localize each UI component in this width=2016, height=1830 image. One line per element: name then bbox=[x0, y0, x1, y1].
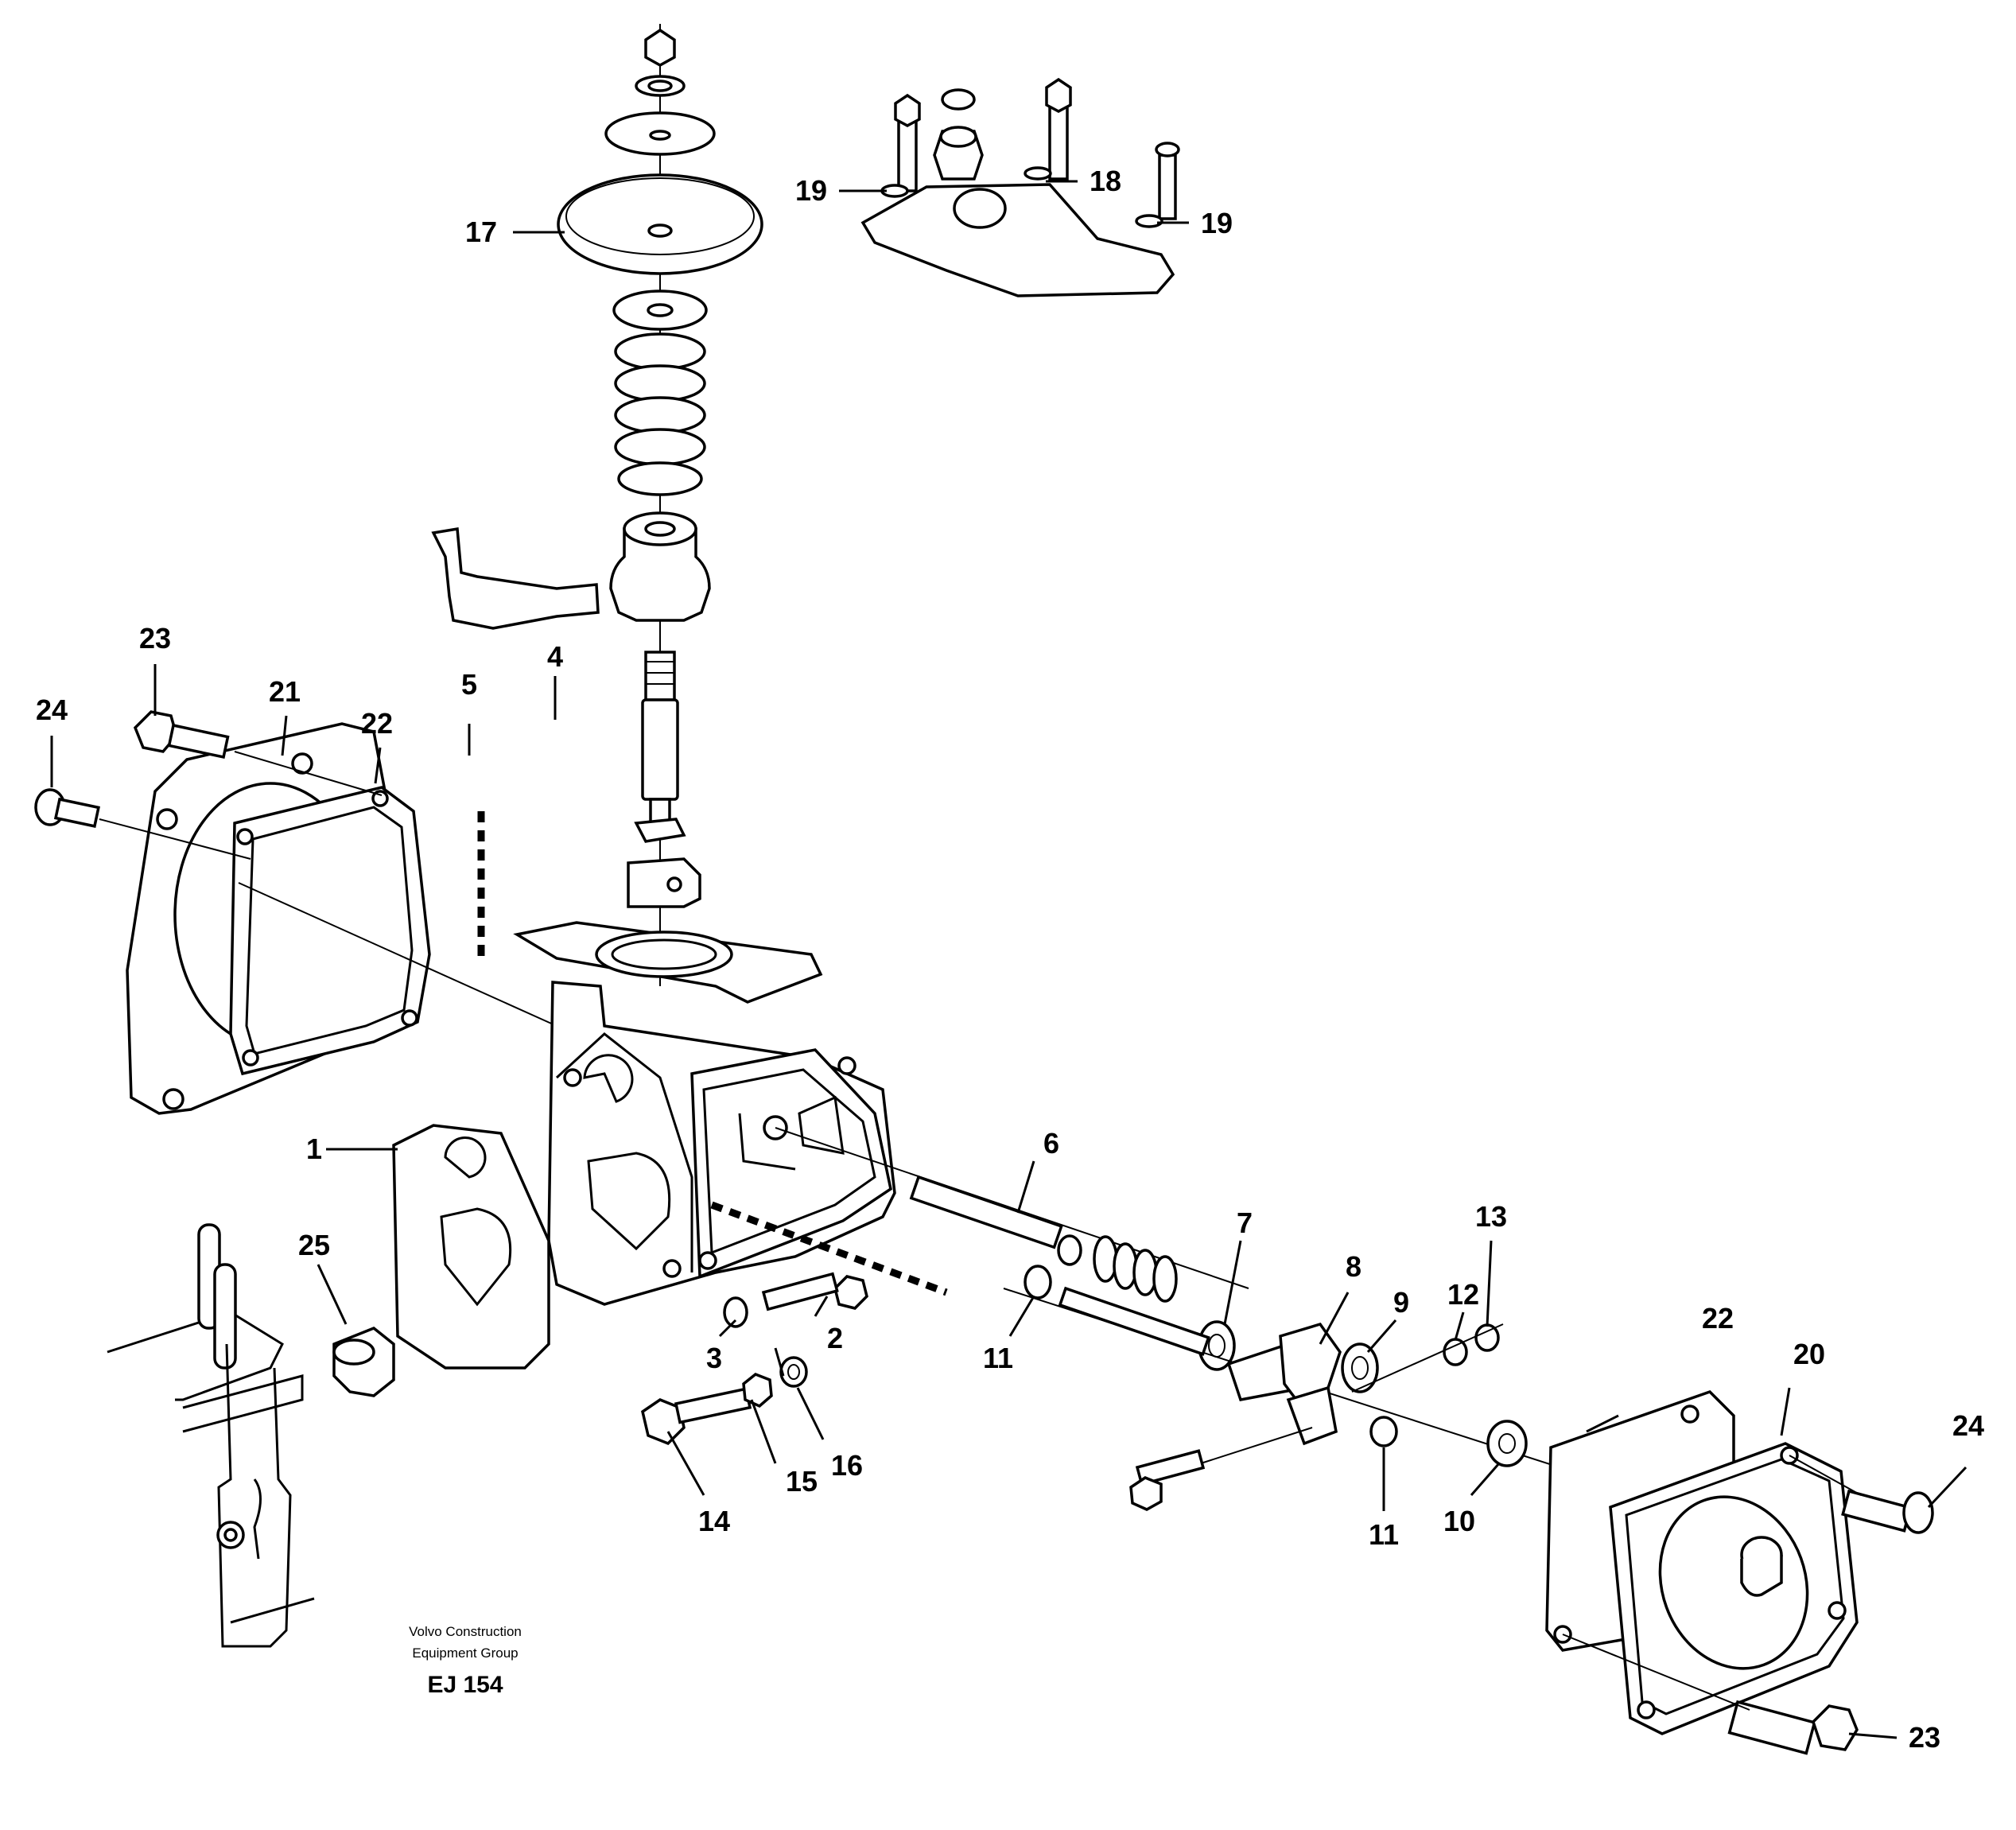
callout-14: 14 bbox=[698, 1505, 730, 1537]
drawing-code: EJ 154 bbox=[427, 1672, 503, 1698]
callout-9: 9 bbox=[1393, 1286, 1409, 1319]
callout-16: 16 bbox=[831, 1449, 863, 1482]
engine-outline bbox=[107, 1223, 315, 1648]
callout-24-left: 24 bbox=[36, 694, 68, 726]
plug-25 bbox=[332, 1326, 395, 1397]
callout-18: 18 bbox=[1090, 165, 1121, 197]
callout-11-right: 11 bbox=[1369, 1518, 1399, 1551]
callout-21: 21 bbox=[269, 675, 301, 708]
callout-23-left: 23 bbox=[139, 622, 171, 655]
callout-22-right: 22 bbox=[1702, 1302, 1734, 1335]
governor-spring bbox=[614, 332, 706, 496]
callout-20: 20 bbox=[1793, 1338, 1825, 1370]
bent-bracket bbox=[431, 526, 600, 630]
callout-19-left: 19 bbox=[795, 174, 827, 207]
left-cover-assembly bbox=[34, 710, 557, 1115]
callout-4: 4 bbox=[547, 640, 563, 673]
callout-2: 2 bbox=[827, 1322, 843, 1354]
callout-25: 25 bbox=[298, 1229, 330, 1261]
callout-11-left: 11 bbox=[983, 1342, 1013, 1374]
callout-17: 17 bbox=[465, 216, 497, 248]
credit-line-2: Equipment Group bbox=[412, 1645, 518, 1661]
shaft-assembly bbox=[775, 1127, 1647, 1511]
callout-23-right: 23 bbox=[1909, 1721, 1940, 1754]
callout-12: 12 bbox=[1447, 1278, 1479, 1311]
credit-line-1: Volvo Construction bbox=[409, 1624, 522, 1639]
lower-fasteners bbox=[641, 1272, 868, 1446]
top-cover-assembly bbox=[860, 77, 1180, 297]
callout-13: 13 bbox=[1475, 1200, 1507, 1233]
callout-labels: 17 19 18 19 5 4 23 24 21 22 1 25 2 3 14 … bbox=[36, 165, 1984, 1754]
callout-3: 3 bbox=[706, 1342, 722, 1374]
right-cover-assembly bbox=[1545, 1389, 1934, 1755]
callout-1: 1 bbox=[306, 1133, 322, 1165]
callout-6: 6 bbox=[1043, 1127, 1059, 1160]
callout-24-right: 24 bbox=[1952, 1409, 1984, 1442]
callout-10: 10 bbox=[1443, 1505, 1475, 1537]
callout-22-left: 22 bbox=[361, 707, 393, 740]
callout-7: 7 bbox=[1237, 1206, 1253, 1239]
governor-stack bbox=[557, 24, 763, 986]
cover-plate bbox=[392, 1124, 550, 1370]
credit-block: Volvo Construction Equipment Group EJ 15… bbox=[409, 1624, 522, 1698]
shaft-spring bbox=[1093, 1235, 1178, 1303]
leader-lines bbox=[50, 180, 1967, 1739]
callout-19-right: 19 bbox=[1201, 207, 1233, 239]
pump-housing bbox=[513, 921, 896, 1306]
callout-15: 15 bbox=[786, 1465, 818, 1498]
dashed-guide-b bbox=[710, 1201, 948, 1296]
callout-8: 8 bbox=[1346, 1250, 1361, 1283]
callout-5: 5 bbox=[461, 668, 477, 701]
